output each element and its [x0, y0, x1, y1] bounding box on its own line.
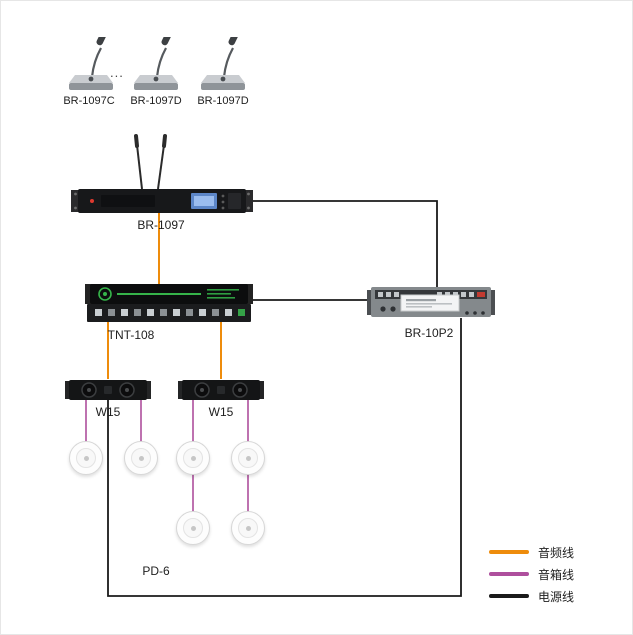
legend-item-speaker: 音箱线: [489, 563, 574, 585]
amp1-label: W15: [95, 405, 121, 419]
legend-item-audio: 音频线: [489, 541, 574, 563]
mic-icon: [134, 37, 178, 90]
amp2-label: W15: [208, 405, 234, 419]
matrix-label: BR-10P2: [404, 326, 454, 340]
legend-label-power: 电源线: [538, 589, 575, 604]
mic-icon: [69, 37, 113, 90]
processor-unit-icon: [85, 284, 253, 322]
processor-label: TNT-108: [107, 328, 155, 342]
legend: 音频线 音箱线 电源线: [489, 541, 574, 607]
receiver-unit-icon: [71, 134, 253, 213]
power-distributor-label: PD-6: [142, 564, 170, 578]
legend-label-audio: 音频线: [538, 545, 575, 560]
ceiling-speaker: [176, 511, 210, 545]
mic2-label: BR-1097D: [130, 95, 182, 107]
mic1-label: BR-1097C: [63, 95, 115, 107]
amp2-unit-icon: [178, 380, 264, 400]
ceiling-speaker: [69, 441, 103, 475]
amp1-unit-icon: [65, 380, 151, 400]
mic-icon: [201, 37, 245, 90]
power-line-swatch: [489, 594, 529, 598]
legend-item-power: 电源线: [489, 585, 574, 607]
audio-line-swatch: [489, 550, 529, 554]
ceiling-speaker: [124, 441, 158, 475]
speaker-line-swatch: [489, 572, 529, 576]
more-mics-ellipsis: ...: [110, 65, 124, 80]
ceiling-speaker: [176, 441, 210, 475]
mic3-label: BR-1097D: [197, 95, 249, 107]
wire-power-bus-pd6: [107, 318, 462, 597]
ceiling-speaker: [231, 441, 265, 475]
ceiling-speaker: [231, 511, 265, 545]
receiver-label: BR-1097: [137, 218, 185, 232]
matrix-unit-icon: [367, 287, 495, 317]
legend-label-speaker: 音箱线: [538, 567, 575, 582]
wire-power-receiver-matrix: [253, 200, 438, 287]
